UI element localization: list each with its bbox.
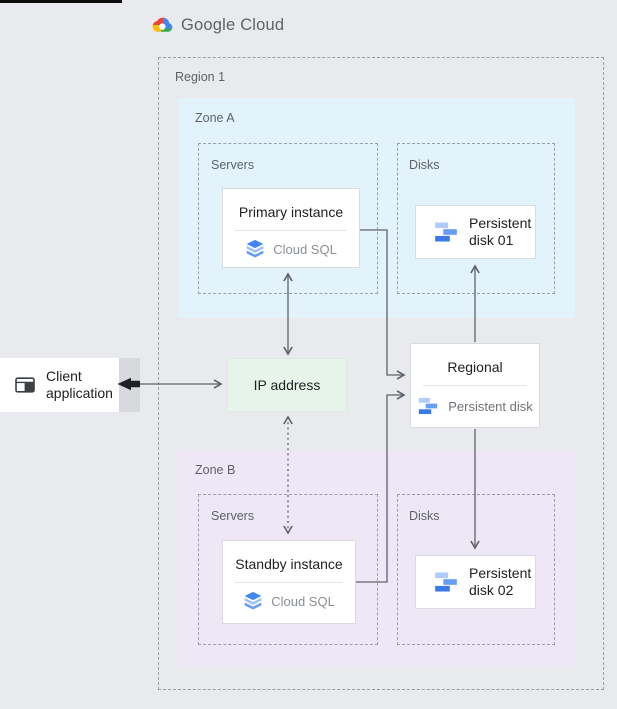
persistent-disk-icon	[433, 569, 459, 595]
standby-instance-card: Standby instance Cloud SQL	[222, 540, 356, 624]
standby-instance-title: Standby instance	[235, 556, 343, 572]
client-card-shadow-band	[119, 358, 140, 412]
persistent-disk-02-card: Persistent disk 02	[415, 555, 536, 609]
client-application-label: Client application	[46, 368, 113, 401]
cloud-sql-icon	[245, 239, 265, 259]
primary-instance-product: Cloud SQL	[273, 241, 337, 257]
regional-disk-subtitle: Persistent disk	[448, 398, 533, 414]
zone-b-servers-label: Servers	[211, 509, 255, 523]
regional-disk-title: Regional	[447, 359, 503, 375]
zone-b-disks-label: Disks	[409, 509, 440, 523]
region-label: Region 1	[175, 70, 226, 84]
region-container	[158, 57, 604, 690]
zone-a-servers-label: Servers	[211, 158, 255, 172]
zone-b-label: Zone B	[195, 463, 236, 477]
zone-a-label: Zone A	[195, 111, 235, 125]
google-cloud-icon	[151, 16, 174, 35]
persistent-disk-icon	[417, 395, 439, 417]
zone-a-disks-label: Disks	[409, 158, 440, 172]
standby-instance-product: Cloud SQL	[271, 593, 335, 609]
persistent-disk-02-label: Persistent disk 02	[469, 565, 532, 598]
top-black-bar	[0, 0, 122, 3]
ip-address-box: IP address	[227, 358, 347, 412]
persistent-disk-01-label: Persistent disk 01	[469, 215, 532, 248]
google-cloud-logo-text: Google Cloud	[181, 16, 285, 34]
zone-a-disks-box	[397, 143, 555, 294]
google-cloud-logo: Google Cloud	[151, 16, 284, 35]
persistent-disk-01-card: Persistent disk 01	[415, 205, 536, 259]
ip-address-label: IP address	[253, 377, 321, 393]
cloud-sql-icon	[243, 591, 263, 611]
regional-disk-card: Regional Persistent disk	[410, 343, 540, 428]
client-app-icon	[13, 373, 37, 397]
primary-instance-card: Primary instance Cloud SQL	[222, 188, 360, 268]
primary-instance-title: Primary instance	[238, 204, 344, 220]
divider	[423, 385, 527, 386]
divider	[235, 230, 347, 231]
divider	[235, 582, 343, 583]
client-application-card: Client application	[0, 358, 119, 412]
persistent-disk-icon	[433, 219, 459, 245]
